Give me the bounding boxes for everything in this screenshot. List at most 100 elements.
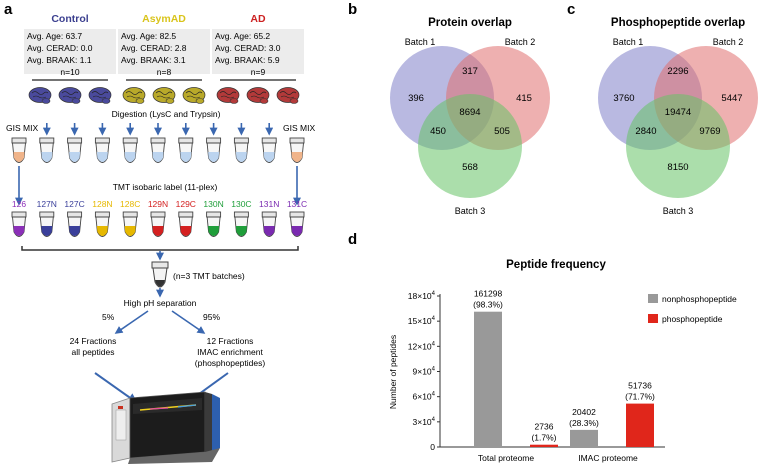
venn-region-count: 2840 (635, 126, 656, 137)
bar-percent-label: (1.7%) (531, 433, 556, 443)
y-tick-label: 0 (430, 442, 435, 452)
panel-b-title: Protein overlap (428, 17, 512, 29)
pct-right: 95% (203, 312, 220, 322)
tmt-tubes-row (11, 211, 305, 237)
group-n: n=10 (60, 67, 79, 77)
venn-region-count: 19474 (665, 107, 691, 118)
venn-region-count: 317 (462, 66, 478, 77)
tmt-channel-label: 131N (259, 199, 279, 209)
panel-a-label: a (4, 1, 13, 18)
bar-percent-label: (71.7%) (625, 392, 655, 402)
panel-c: c Phosphopeptide overlap Batch 1 Batch 2 B… (567, 1, 758, 216)
tmt-channel-label: 130C (231, 199, 251, 209)
tmt-channel-tube (233, 211, 249, 237)
venn-label-batch-1: Batch 1 (613, 37, 644, 47)
tmt-channel-tube (178, 211, 194, 237)
brain-icon (88, 87, 112, 104)
panel-d: d Peptide frequency Number of peptides 0… (348, 231, 737, 463)
bar-phosphopeptide (530, 444, 558, 447)
legend-swatch (648, 294, 658, 303)
legend-label: nonphosphopeptide (662, 294, 737, 304)
brain-icon (28, 87, 52, 104)
bar-phosphopeptide (626, 403, 654, 447)
peptide-tube (233, 137, 249, 163)
tmt-channel-tube (206, 211, 222, 237)
tmt-channel-tube (67, 211, 83, 237)
peptide-tube (261, 137, 277, 163)
y-tick-label: 9×104 (413, 367, 436, 377)
tmt-label: TMT isobaric label (11-plex) (113, 182, 218, 192)
sample-tubes-row (11, 137, 305, 163)
group-avg-braak: Avg. BRAAK: 1.1 (27, 55, 92, 65)
high-ph-label: High pH separation (124, 298, 197, 308)
peptide-tube (289, 137, 305, 163)
venn-region-count: 8694 (459, 107, 480, 118)
brain-icon (216, 87, 240, 104)
venn-label-batch-2: Batch 2 (713, 37, 744, 47)
peptide-tube (11, 137, 27, 163)
group-n: n=9 (251, 67, 266, 77)
venn-region-count: 9769 (699, 126, 720, 137)
venn-set-3 (626, 94, 730, 198)
group-stats-box (118, 29, 210, 74)
pct-left: 5% (102, 312, 115, 322)
x-category-label: IMAC proteome (578, 453, 638, 463)
y-tick-label: 12×104 (408, 341, 436, 351)
group-avg-braak: Avg. BRAAK: 3.1 (121, 55, 186, 65)
bar-value-label: 20402 (572, 407, 596, 417)
panel-c-title: Phosphopeptide overlap (611, 17, 745, 29)
brain-icon (152, 87, 176, 104)
group-avg-braak: Avg. BRAAK: 5.9 (215, 55, 280, 65)
bar-value-label: 161298 (474, 289, 503, 299)
tmt-channel-tube (150, 211, 166, 237)
bar-nonphosphopeptide (474, 311, 502, 447)
tmt-channel-tube (261, 211, 277, 237)
legend-label: phosphopeptide (662, 314, 723, 324)
split-arrow-right (171, 310, 206, 334)
brain-icons (28, 87, 300, 104)
panel-c-label: c (567, 1, 575, 18)
brain-icon (246, 87, 270, 104)
digestion-label: Digestion (LysC and Trypsin) (112, 109, 221, 119)
group-name: AD (250, 13, 266, 25)
tmt-batches-label: (n=3 TMT batches) (173, 271, 245, 281)
bar-percent-label: (28.3%) (569, 418, 599, 428)
tmt-channel-tube (94, 211, 110, 237)
right-fraction-line3: (phosphopeptides) (195, 358, 266, 368)
tmt-channel-tube (39, 211, 55, 237)
tmt-channel-label: 129N (148, 199, 168, 209)
venn-region-count: 2296 (667, 66, 688, 77)
panel-b-label: b (348, 1, 357, 18)
pooled-tube-icon (151, 261, 169, 288)
x-category-label: Total proteome (478, 453, 534, 463)
tmt-channel-label: 131C (287, 199, 307, 209)
tmt-channel-label: 129C (176, 199, 196, 209)
venn-label-batch-1: Batch 1 (405, 37, 436, 47)
right-fraction-line1: 12 Fractions (207, 336, 254, 346)
peptide-tube (67, 137, 83, 163)
peptide-tube (39, 137, 55, 163)
gis-mix-left: GIS MIX (6, 123, 38, 133)
peptide-tube (206, 137, 222, 163)
to-ms-arrow-left (94, 372, 138, 404)
venn-label-batch-3: Batch 3 (663, 206, 694, 216)
group-avg-age: Avg. Age: 63.7 (27, 31, 82, 41)
tmt-channel-tube (11, 211, 27, 237)
group-n: n=8 (157, 67, 172, 77)
bar-value-label: 51736 (628, 381, 652, 391)
right-fraction-line2: IMAC enrichment (197, 347, 263, 357)
peptide-tube (94, 137, 110, 163)
venn-set-3 (418, 94, 522, 198)
group-avg-age: Avg. Age: 65.2 (215, 31, 270, 41)
peptide-tube (122, 137, 138, 163)
pooling-bracket (21, 246, 299, 251)
legend-swatch (648, 314, 658, 323)
group-name: Control (51, 13, 88, 25)
bar-nonphosphopeptide (570, 429, 598, 447)
